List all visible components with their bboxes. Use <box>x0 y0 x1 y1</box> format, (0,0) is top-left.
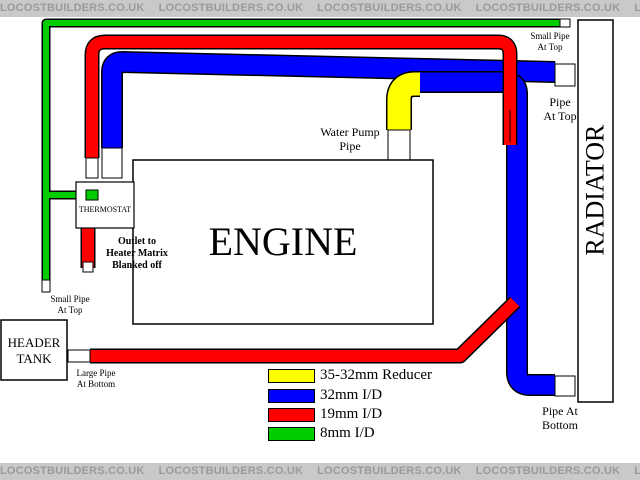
heater-outlet-label: Outlet to Heater Matrix Blanked off <box>98 236 176 272</box>
legend-label-32mm: 32mm I/D <box>320 387 383 403</box>
heater-outlet-line3: Blanked off <box>112 260 162 271</box>
heater-outlet-line2: Heater Matrix <box>106 248 168 259</box>
legend-label-19mm: 19mm I/D <box>320 406 383 422</box>
header-tank-line2: TANK <box>16 350 52 366</box>
pipe-at-top-line2: At Top <box>543 109 577 124</box>
engine-label: ENGINE <box>208 219 358 264</box>
small-pipe-top-radiator-label: Small Pipe At Top <box>520 31 580 53</box>
legend-swatch-reducer <box>268 369 315 383</box>
pipe-reducer-yellow <box>386 71 420 130</box>
pipe-19mm-red <box>80 34 521 364</box>
pipe-at-bottom-line1: Pipe At <box>542 404 578 418</box>
header-tank-label: HEADER TANK <box>1 335 67 366</box>
heater-outlet-line1: Outlet to <box>117 236 157 247</box>
large-pipe-bottom-line1: Large Pipe <box>76 368 116 378</box>
pipe-8mm-green <box>41 18 571 293</box>
water-pump-line2: Pipe <box>339 139 361 154</box>
engine-block <box>132 159 434 325</box>
water-pump-pipe-label: Water Pump Pipe <box>305 125 395 154</box>
large-pipe-bottom-line2: At Bottom <box>76 378 116 389</box>
legend-swatch-19mm <box>268 408 315 422</box>
water-pump-line1: Water Pump <box>320 125 380 139</box>
radiator-label: RADIATOR <box>580 124 610 256</box>
small-pipe-top-radiator-line1: Small Pipe <box>530 31 570 41</box>
small-pipe-top-radiator-line2: At Top <box>537 41 563 52</box>
small-pipe-top-tank-line1: Small Pipe <box>50 294 90 304</box>
legend-label-reducer: 35-32mm Reducer <box>320 367 433 383</box>
radiator-core <box>577 19 614 403</box>
pipe-at-top-label: Pipe At Top <box>530 95 590 124</box>
legend-swatch-8mm <box>268 427 315 441</box>
pipe-at-bottom-line2: Bottom <box>541 418 578 433</box>
small-pipe-top-tank-line2: At Top <box>57 304 83 315</box>
legend-swatch-32mm <box>268 389 315 403</box>
thermostat-bleed-fitting <box>85 189 99 201</box>
header-tank-box <box>0 319 68 381</box>
pipe-at-top-line1: Pipe <box>549 95 571 109</box>
header-tank-line1: HEADER <box>7 335 61 350</box>
large-pipe-bottom-label: Large Pipe At Bottom <box>68 368 124 390</box>
pipe-at-bottom-label: Pipe At Bottom <box>525 404 595 433</box>
pipe-stubs <box>67 63 576 397</box>
thermostat-label: THERMOSTAT <box>78 205 132 214</box>
small-pipe-top-tank-label: Small Pipe At Top <box>40 294 100 316</box>
legend-label-8mm: 8mm I/D <box>320 425 375 441</box>
